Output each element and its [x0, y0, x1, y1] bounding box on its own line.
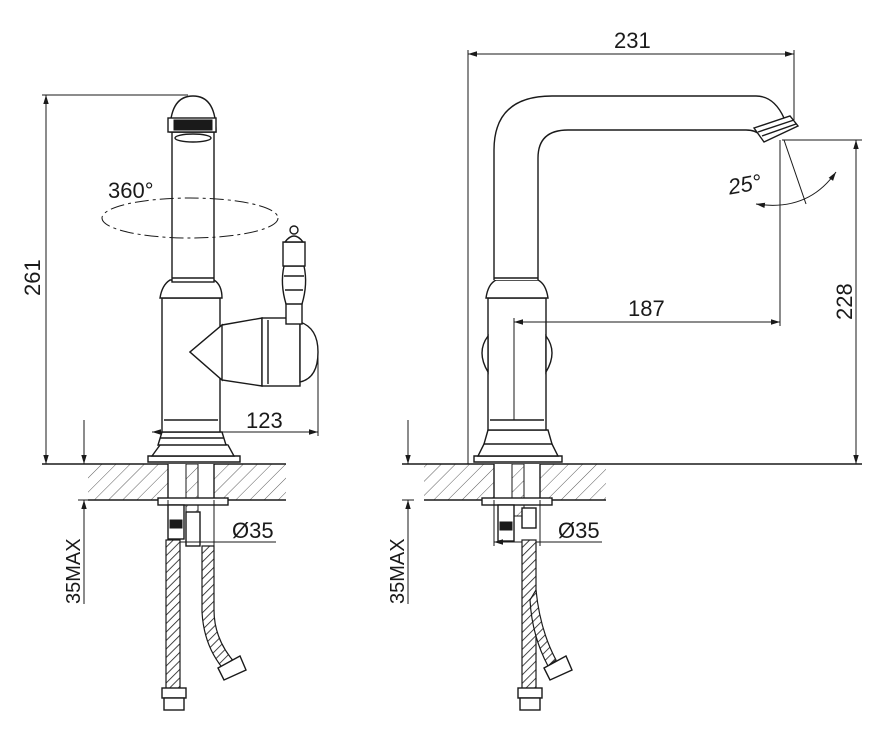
handle-reach-label: 123 — [246, 408, 283, 433]
side-view: 360° 261 123 — [20, 94, 319, 711]
front-spout — [493, 95, 800, 280]
front-view: 231 187 228 25° — [387, 28, 862, 711]
front-countertop — [402, 463, 862, 501]
spout-reach-dimension: 231 — [467, 28, 795, 464]
front-base — [473, 429, 563, 463]
side-mounting — [157, 463, 229, 547]
side-hole-dimension: Ø35 — [167, 500, 276, 546]
front-deck-dimension: 35MAX — [387, 420, 414, 604]
spout-angle-dimension: 25° — [725, 139, 837, 209]
handle-reach-dimension: 123 — [152, 352, 319, 436]
height-dimension: 261 — [20, 94, 188, 464]
front-body — [481, 279, 553, 431]
outlet-height-label: 228 — [832, 283, 857, 320]
side-deck-dimension: 35MAX — [63, 420, 90, 604]
spout-angle-label: 25° — [725, 169, 763, 200]
side-countertop — [42, 463, 286, 501]
front-mounting — [481, 463, 553, 542]
rotation-indicator: 360° — [101, 178, 279, 239]
side-base — [147, 431, 241, 463]
side-spout — [167, 95, 217, 283]
front-hole-label: Ø35 — [558, 518, 600, 543]
height-label: 261 — [20, 259, 45, 296]
side-hole-label: Ø35 — [232, 518, 274, 543]
side-hoses — [161, 539, 247, 711]
front-deck-label: 35MAX — [387, 538, 409, 604]
front-hoses — [517, 539, 573, 711]
spout-reach-label: 231 — [614, 28, 651, 53]
outlet-height-dimension: 228 — [782, 139, 862, 464]
rotation-label: 360° — [108, 178, 154, 203]
outlet-reach-dimension: 187 — [514, 140, 781, 326]
front-hole-dimension: Ø35 — [493, 500, 602, 546]
outlet-reach-label: 187 — [628, 296, 665, 321]
side-deck-label: 35MAX — [63, 538, 85, 604]
